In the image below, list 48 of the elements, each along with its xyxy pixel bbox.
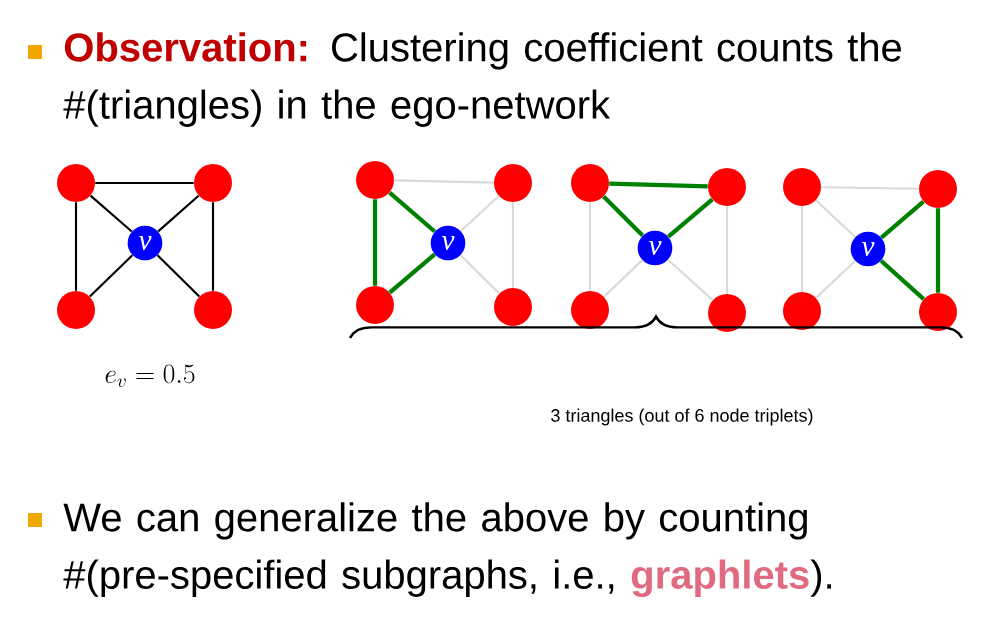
graph-edge [879, 259, 926, 301]
graph-edge [815, 199, 856, 238]
vertex-circle [194, 164, 232, 202]
vertex-circle [571, 291, 609, 329]
graph-edge [394, 179, 494, 184]
vertex-circle [571, 164, 609, 202]
graph-edge [459, 254, 501, 295]
vertex-circle [919, 293, 957, 331]
vertex-circle [919, 170, 957, 208]
vertex-circle [356, 286, 394, 324]
graph-edge [821, 186, 919, 190]
graph-edge [609, 181, 708, 189]
vertex-circle [356, 161, 394, 199]
graph-edge [74, 202, 78, 291]
vertex-circle [708, 294, 746, 332]
vertex-circle [708, 168, 746, 206]
graph-edge [815, 260, 856, 299]
graph-edge [511, 202, 515, 288]
vertex-circle [57, 291, 95, 329]
graph-edge [460, 195, 500, 232]
graph-edge [725, 206, 729, 294]
vertex-circle [57, 164, 95, 202]
graph-edge [89, 194, 133, 233]
vertex-circle [783, 168, 821, 206]
vertex-circle [494, 164, 532, 202]
formula: $e_{v} = 0.5$ [105, 364, 195, 388]
graph-edge [156, 254, 201, 298]
graph-edge [388, 190, 437, 234]
vertex-circle [783, 292, 821, 330]
graph-edge [800, 206, 804, 292]
graph-edge [372, 199, 378, 286]
bullet-text: Observation: Clustering coefficient counts the #(triangles) in the ego-network [63, 32, 901, 127]
graph-edge [157, 194, 200, 233]
graph-edge [388, 252, 436, 295]
bullet-text: We can generalize the above by counting #(pre-specified subgraphs, i.e., graphlets). [63, 502, 832, 598]
graph-edge [211, 202, 215, 291]
brace-label: 3 triangles (out of 6 node triplets) [551, 408, 813, 426]
vertex-circle [194, 291, 232, 329]
graph-edge [935, 208, 941, 293]
graph-edge [603, 259, 643, 298]
graph-edge [667, 259, 714, 301]
graph-edge [89, 254, 134, 298]
graph-edge [667, 197, 714, 239]
graph-edge [95, 181, 194, 185]
graph-edge [602, 195, 645, 238]
graph-edge [588, 202, 592, 291]
vertex-circle [494, 288, 532, 326]
graph-edge [879, 199, 925, 240]
